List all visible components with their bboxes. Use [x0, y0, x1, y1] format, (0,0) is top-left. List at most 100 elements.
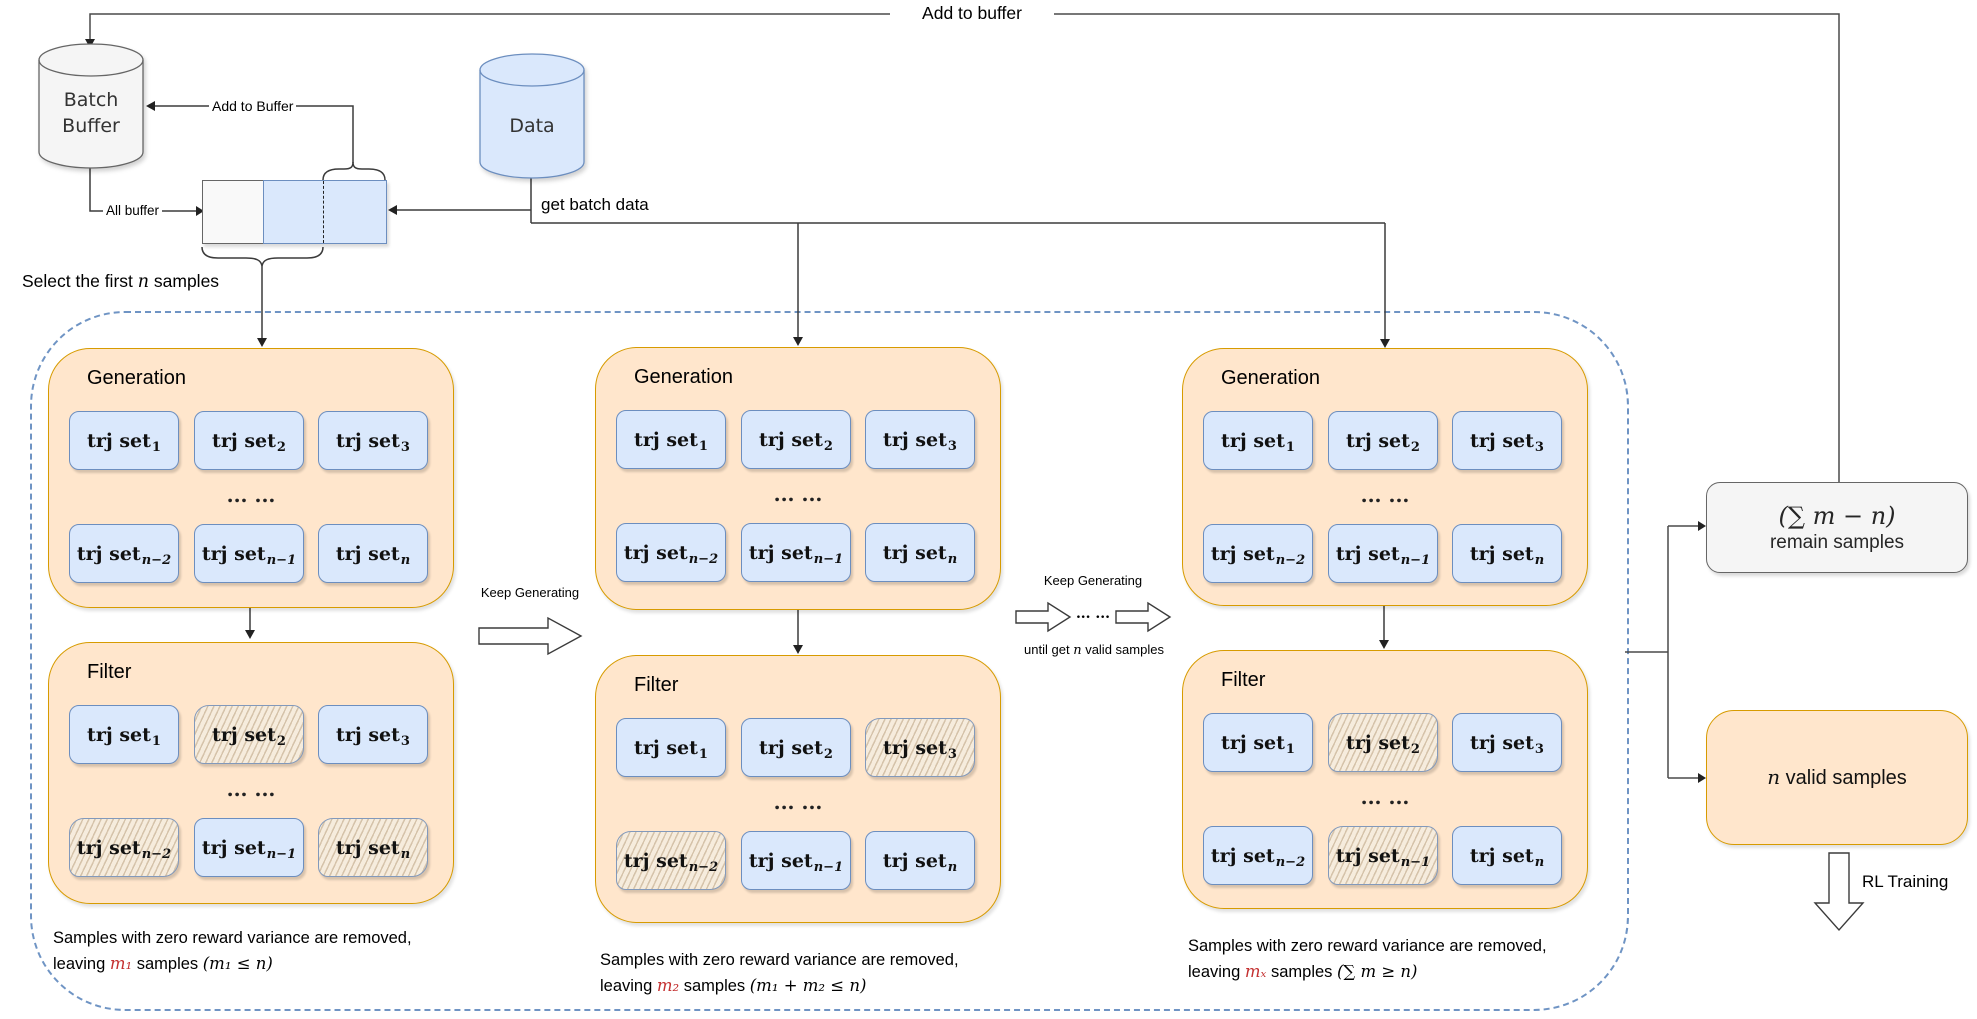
trj-set-box: trj setn−1	[741, 523, 851, 582]
until-var: n	[1073, 643, 1082, 658]
valid-samples-box: n valid samples	[1706, 710, 1968, 845]
valid-samples-label: n valid samples	[1767, 765, 1907, 790]
trj-base: trj set	[212, 429, 276, 452]
trj-sub: 3	[400, 440, 410, 456]
ellipsis: ... ...	[1360, 785, 1410, 809]
trj-label: trj set2	[1346, 429, 1420, 455]
caption-condition: (m₁ + m₂ ≤ n)	[749, 976, 867, 995]
trj-label: trj setn−2	[624, 542, 718, 567]
trj-label: trj setn−2	[1211, 845, 1305, 870]
trj-sub: 3	[400, 734, 410, 750]
trj-sub: n	[1534, 855, 1545, 871]
trj-sub: n	[947, 860, 958, 876]
add-to-buffer-line	[150, 105, 354, 163]
trj-set-box: trj set3	[1452, 713, 1562, 772]
trj-label: trj set1	[634, 428, 708, 454]
trj-base: trj set	[1346, 429, 1410, 452]
remain-label: remain samples	[1769, 531, 1905, 553]
trj-sub: 1	[151, 734, 161, 750]
remain-formula: (∑ m − n)	[1778, 501, 1896, 530]
buffer-bar-new-segment	[263, 180, 387, 244]
dots-between-arrows: ... ...	[1075, 606, 1111, 622]
valid-var: n	[1767, 765, 1781, 789]
buffer-bar-divider	[323, 181, 324, 243]
trj-label: trj set3	[883, 736, 957, 762]
trj-label: trj set2	[759, 736, 833, 763]
generation-title: Generation	[1221, 367, 1320, 389]
generation-box-3: Generation trj set1 trj set2 trj set3 ..…	[1182, 348, 1588, 606]
batch-buffer-cylinder: Batch Buffer	[38, 43, 144, 169]
generation-title: Generation	[634, 366, 733, 388]
trj-sub: n−1	[813, 860, 844, 876]
trj-sub: 2	[276, 440, 286, 456]
caption-mid: samples	[132, 955, 203, 973]
batch-buffer-label: Batch Buffer	[38, 87, 144, 139]
trj-set-box: trj set2	[741, 410, 851, 469]
trj-base: trj set	[87, 723, 151, 746]
trj-label: trj set3	[1470, 731, 1544, 758]
generation-box-2: Generation trj set1 trj set2 trj set3 ..…	[595, 347, 1001, 610]
trj-sub: n−2	[1275, 553, 1306, 569]
caption-mid: samples	[1266, 963, 1337, 981]
trj-base: trj set	[623, 849, 688, 872]
ellipsis: ... ...	[773, 790, 823, 814]
select-var: n	[137, 272, 150, 292]
trj-label: trj setn	[883, 542, 957, 567]
trj-set-box: trj setn	[318, 818, 428, 877]
data-cylinder: Data	[479, 53, 585, 179]
trj-label: trj set1	[1221, 732, 1295, 757]
trj-base: trj set	[883, 736, 947, 759]
generation-box-1: Generation trj set1 trj set2 trj set3 ..…	[48, 348, 454, 608]
trj-label: trj set1	[634, 737, 708, 763]
trj-set-box: trj set2	[194, 411, 304, 470]
trj-label: trj setn−2	[76, 542, 171, 568]
trj-base: trj set	[1470, 429, 1534, 452]
trj-base: trj set	[1470, 731, 1534, 754]
trj-sub: 2	[276, 734, 286, 750]
trj-set-box: trj set2	[741, 718, 851, 777]
trj-set-box: trj set1	[1203, 411, 1313, 470]
trj-base: trj set	[1469, 844, 1534, 867]
trj-label: trj setn−2	[76, 836, 171, 862]
select-suffix: samples	[149, 271, 220, 291]
trj-sub: 2	[823, 747, 833, 763]
trj-set-box: trj setn−1	[741, 831, 851, 890]
trj-label: trj setn	[336, 837, 410, 862]
trj-sub: 3	[1534, 440, 1544, 456]
get-batch-data-label: get batch data	[538, 195, 652, 215]
trj-base: trj set	[201, 542, 266, 565]
trj-label: trj setn	[1469, 542, 1544, 568]
trj-set-box: trj set2	[1328, 411, 1438, 470]
ellipsis: ... ...	[226, 483, 276, 507]
trj-sub: n−1	[266, 553, 297, 569]
trj-base: trj set	[1469, 542, 1534, 565]
trj-base: trj set	[634, 428, 698, 451]
trj-label: trj set2	[212, 429, 286, 456]
trj-label: trj set2	[1346, 731, 1420, 757]
buffer-top-brace	[322, 161, 386, 181]
trj-set-box: trj setn	[865, 523, 975, 582]
trj-set-box: trj setn−2	[1203, 826, 1313, 885]
trj-sub: 3	[1534, 742, 1544, 758]
trj-base: trj set	[882, 849, 947, 872]
select-prefix: Select the first	[22, 271, 138, 291]
trj-base: trj set	[336, 429, 400, 452]
trj-base: trj set	[76, 836, 141, 859]
trj-base: trj set	[883, 428, 947, 451]
trj-base: trj set	[335, 542, 400, 565]
arrowhead-valid	[1698, 773, 1706, 783]
trj-label: trj set3	[883, 428, 957, 454]
generation-title: Generation	[87, 367, 186, 389]
trj-base: trj set	[76, 542, 141, 565]
trj-base: trj set	[1346, 731, 1410, 754]
trj-set-box: trj setn	[1452, 524, 1562, 583]
trj-label: trj setn−1	[201, 542, 297, 569]
trj-base: trj set	[87, 429, 151, 452]
trj-sub: 1	[698, 747, 708, 763]
arrowhead-into-cylinder	[146, 101, 155, 111]
caption-line1: Samples with zero reward variance are re…	[600, 951, 959, 969]
caption-line2: leaving m₂ samples (m₁ + m₂ ≤ n)	[600, 973, 1020, 999]
trj-base: trj set	[759, 736, 823, 759]
trj-base: trj set	[1335, 844, 1400, 867]
trj-set-box: trj set1	[616, 718, 726, 777]
